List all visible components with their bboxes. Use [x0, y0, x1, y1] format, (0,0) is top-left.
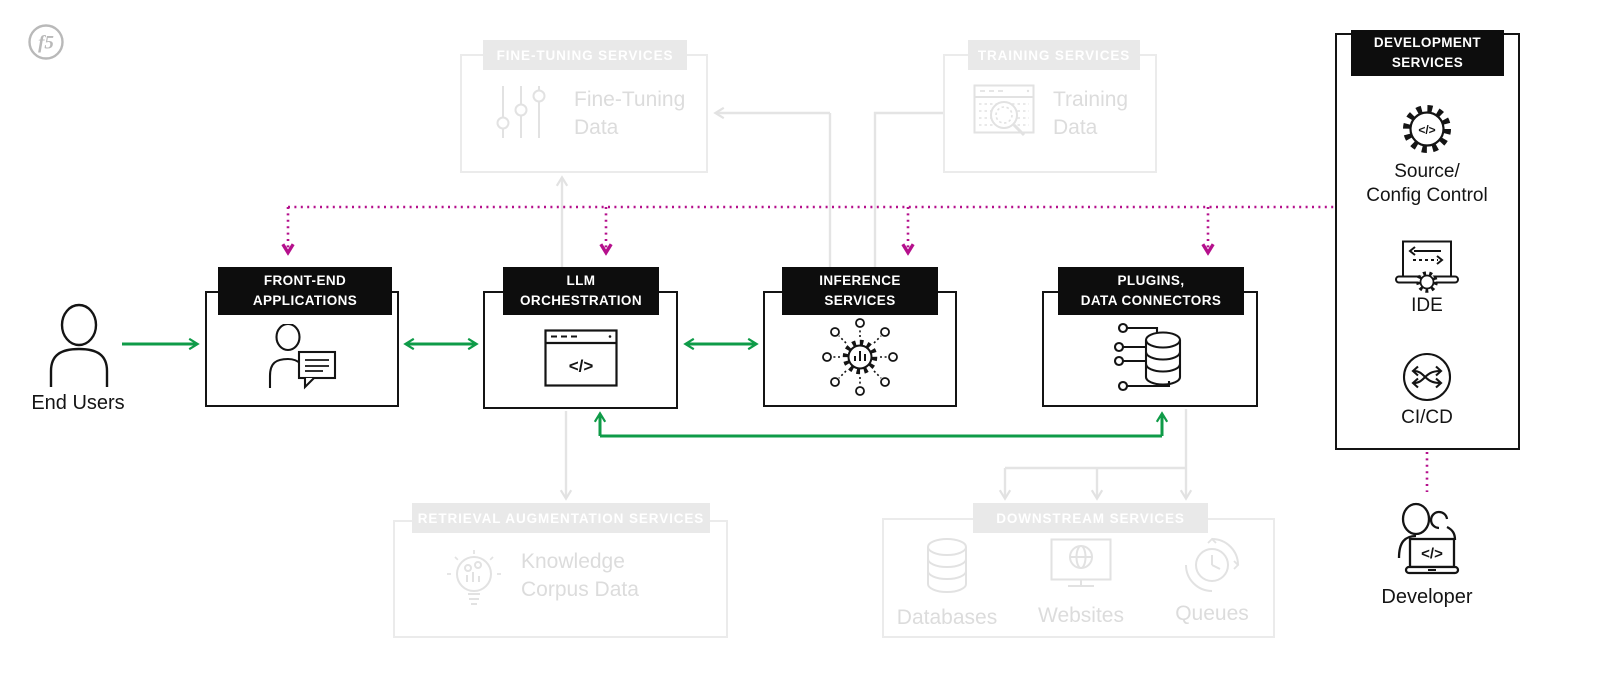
inference-label-line2: SERVICES	[824, 293, 896, 308]
developer-icon: </>	[1397, 502, 1460, 575]
downstream-item-queues: Queues	[1167, 536, 1257, 628]
development-label-line2: SERVICES	[1391, 55, 1464, 70]
gear-code-icon: </>	[1403, 105, 1451, 153]
f5-logo-icon: f5	[28, 24, 64, 60]
code-glyph: </>	[1421, 546, 1443, 563]
fine-tuning-line2: Data	[574, 115, 619, 139]
databases-label: Databases	[896, 606, 998, 629]
inference-services-label: INFERENCE SERVICES	[782, 267, 938, 315]
ide-line1: IDE	[1411, 295, 1443, 316]
knowledge-line2: Corpus Data	[521, 577, 639, 601]
retrieval-augmentation-label: RETRIEVAL AUGMENTATION SERVICES	[412, 503, 710, 533]
f5-logo-text: f5	[38, 33, 54, 54]
end-users-node	[44, 303, 114, 389]
cicd-label: CI/CD	[1347, 406, 1507, 430]
end-users-label: End Users	[31, 392, 125, 414]
source-config-label: Source/ Config Control	[1347, 160, 1507, 209]
ide-item	[1394, 240, 1460, 296]
llm-label-line2: ORCHESTRATION	[520, 293, 642, 308]
code-glyph: </>	[1418, 123, 1435, 137]
website-icon	[1050, 538, 1112, 587]
downstream-item-databases: Databases	[897, 536, 997, 632]
training-services-box: Training Data	[943, 54, 1157, 173]
training-line2: Data	[1053, 115, 1098, 139]
queues-label: Queues	[1175, 602, 1249, 625]
development-label-line1: DEVELOPMENT	[1373, 34, 1482, 50]
cicd-line1: CI/CD	[1401, 407, 1453, 428]
person-icon	[49, 303, 109, 387]
database-icon	[927, 538, 967, 593]
queue-clock-icon	[1185, 537, 1240, 592]
cicd-icon	[1402, 352, 1452, 402]
developer-label: Developer	[1381, 586, 1473, 608]
fine-tuning-data-text: Fine-Tuning Data	[574, 86, 685, 141]
knowledge-corpus-text: Knowledge Corpus Data	[521, 548, 639, 603]
f5-logo: f5	[26, 22, 66, 62]
source-config-line2: Config Control	[1366, 185, 1488, 207]
fine-tuning-line1: Fine-Tuning	[574, 88, 686, 111]
ide-icon	[1395, 240, 1459, 293]
knowledge-line1: Knowledge	[521, 550, 625, 573]
code-glyph: </>	[568, 357, 593, 376]
websites-label: Websites	[1038, 604, 1124, 627]
llm-label-line1: LLM	[566, 272, 596, 288]
downstream-services-label: DOWNSTREAM SERVICES	[973, 503, 1208, 533]
gear-network-icon	[822, 318, 898, 396]
front-end-applications-label: FRONT-END APPLICATIONS	[218, 267, 392, 315]
downstream-services-box: Databases Websites	[882, 518, 1275, 638]
ide-label: IDE	[1347, 294, 1507, 318]
source-config-item: </>	[1398, 100, 1456, 158]
front-end-label-line1: FRONT-END	[263, 272, 347, 288]
plugins-data-connectors-label: PLUGINS, DATA CONNECTORS	[1058, 267, 1244, 315]
llm-orchestration-label: LLM ORCHESTRATION	[503, 267, 659, 315]
inference-label-line1: INFERENCE	[819, 272, 901, 288]
plugins-label-line1: PLUGINS,	[1117, 272, 1185, 288]
plugins-label-line2: DATA CONNECTORS	[1080, 293, 1222, 308]
database-connectors-icon	[1113, 322, 1182, 392]
retrieval-augmentation-box: Knowledge Corpus Data	[393, 520, 728, 638]
arrow-training-to-inference	[868, 111, 943, 288]
downstream-item-websites: Websites	[1036, 538, 1126, 630]
developer-node: </>	[1385, 502, 1471, 578]
fine-tuning-services-box: Fine-Tuning Data	[460, 54, 708, 173]
table-search-icon	[973, 84, 1035, 137]
knowledge-bulb-icon	[447, 550, 501, 605]
plugins-downstream-trunk	[1005, 409, 1188, 470]
code-window-icon: </>	[543, 329, 618, 387]
fine-tuning-services-label: FINE-TUNING SERVICES	[483, 40, 687, 70]
training-data-text: Training Data	[1053, 86, 1128, 141]
training-line1: Training	[1053, 88, 1129, 111]
front-end-label-line2: APPLICATIONS	[252, 293, 358, 308]
cicd-item	[1400, 350, 1454, 404]
user-chat-icon	[268, 324, 337, 390]
training-services-label: TRAINING SERVICES	[968, 40, 1140, 70]
source-config-line1: Source/	[1394, 161, 1460, 182]
sliders-icon	[496, 86, 546, 138]
development-services-label: DEVELOPMENT SERVICES	[1351, 30, 1504, 76]
